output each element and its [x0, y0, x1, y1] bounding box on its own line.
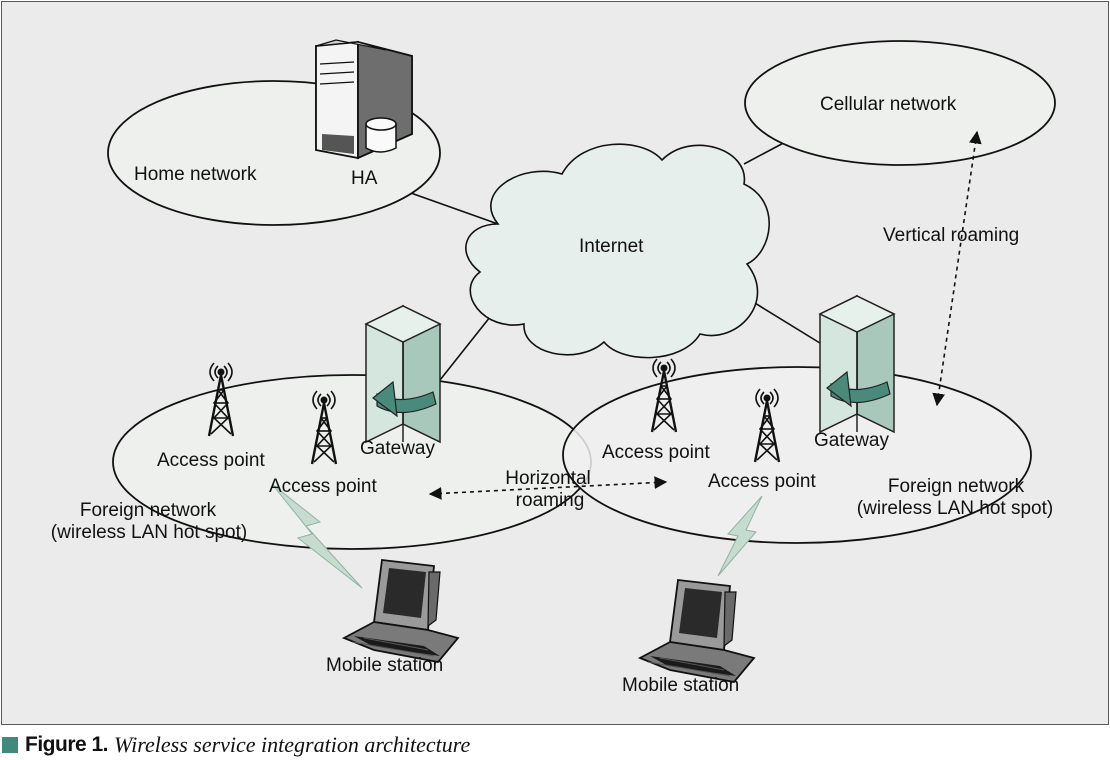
left-gateway-internet-link: [439, 311, 495, 381]
vertical-roaming-label: Vertical roaming: [883, 225, 1020, 246]
right-gateway-internet-link: [749, 299, 829, 349]
internet-cloud: [465, 143, 770, 359]
right-access-point-1-label: Access point: [602, 442, 710, 463]
right-gateway-icon: [819, 295, 895, 433]
caption-label: Figure 1.: [25, 733, 109, 756]
figure-caption: Figure 1. Wireless service integration a…: [2, 731, 470, 759]
right-mobile-station-label: Mobile station: [622, 675, 740, 696]
internet-label: Internet: [579, 236, 644, 257]
figure: Home network HA Cellular network Interne…: [1, 1, 1109, 725]
right-gateway-label: Gateway: [814, 430, 889, 451]
left-wireless-link-icon: [271, 483, 363, 589]
horizontal-roaming-label-line1: Horizontal: [505, 468, 591, 489]
left-gateway-icon: [365, 305, 441, 443]
ha-server-icon: [315, 39, 413, 160]
vertical-roaming-arrow: [932, 130, 982, 407]
ha-label: HA: [351, 168, 378, 189]
left-foreign-network-label-line1: Foreign network: [79, 500, 217, 521]
left-mobile-station-icon: [343, 559, 459, 663]
right-mobile-station-icon: [639, 579, 755, 683]
right-access-point-2-label: Access point: [708, 471, 816, 492]
right-foreign-network-label-line2: (wireless LAN hot spot): [856, 498, 1054, 519]
right-foreign-network-ellipse: [562, 366, 1032, 544]
home-network-label: Home network: [134, 164, 257, 185]
caption-square-icon: [2, 737, 18, 753]
left-access-point-1-label: Access point: [157, 450, 265, 471]
architecture-diagram: [107, 39, 1056, 683]
right-foreign-network-label-line1: Foreign network: [887, 476, 1025, 497]
left-gateway-label: Gateway: [360, 438, 435, 459]
left-mobile-station-label: Mobile station: [326, 655, 444, 676]
caption-text: Wireless service integration architectur…: [114, 732, 471, 757]
left-foreign-network-label-line2: (wireless LAN hot spot): [50, 522, 248, 543]
left-access-point-2-label: Access point: [269, 476, 377, 497]
cellular-network-label: Cellular network: [820, 94, 957, 115]
horizontal-roaming-label-line2: roaming: [515, 490, 585, 511]
right-wireless-link-icon: [717, 495, 763, 577]
